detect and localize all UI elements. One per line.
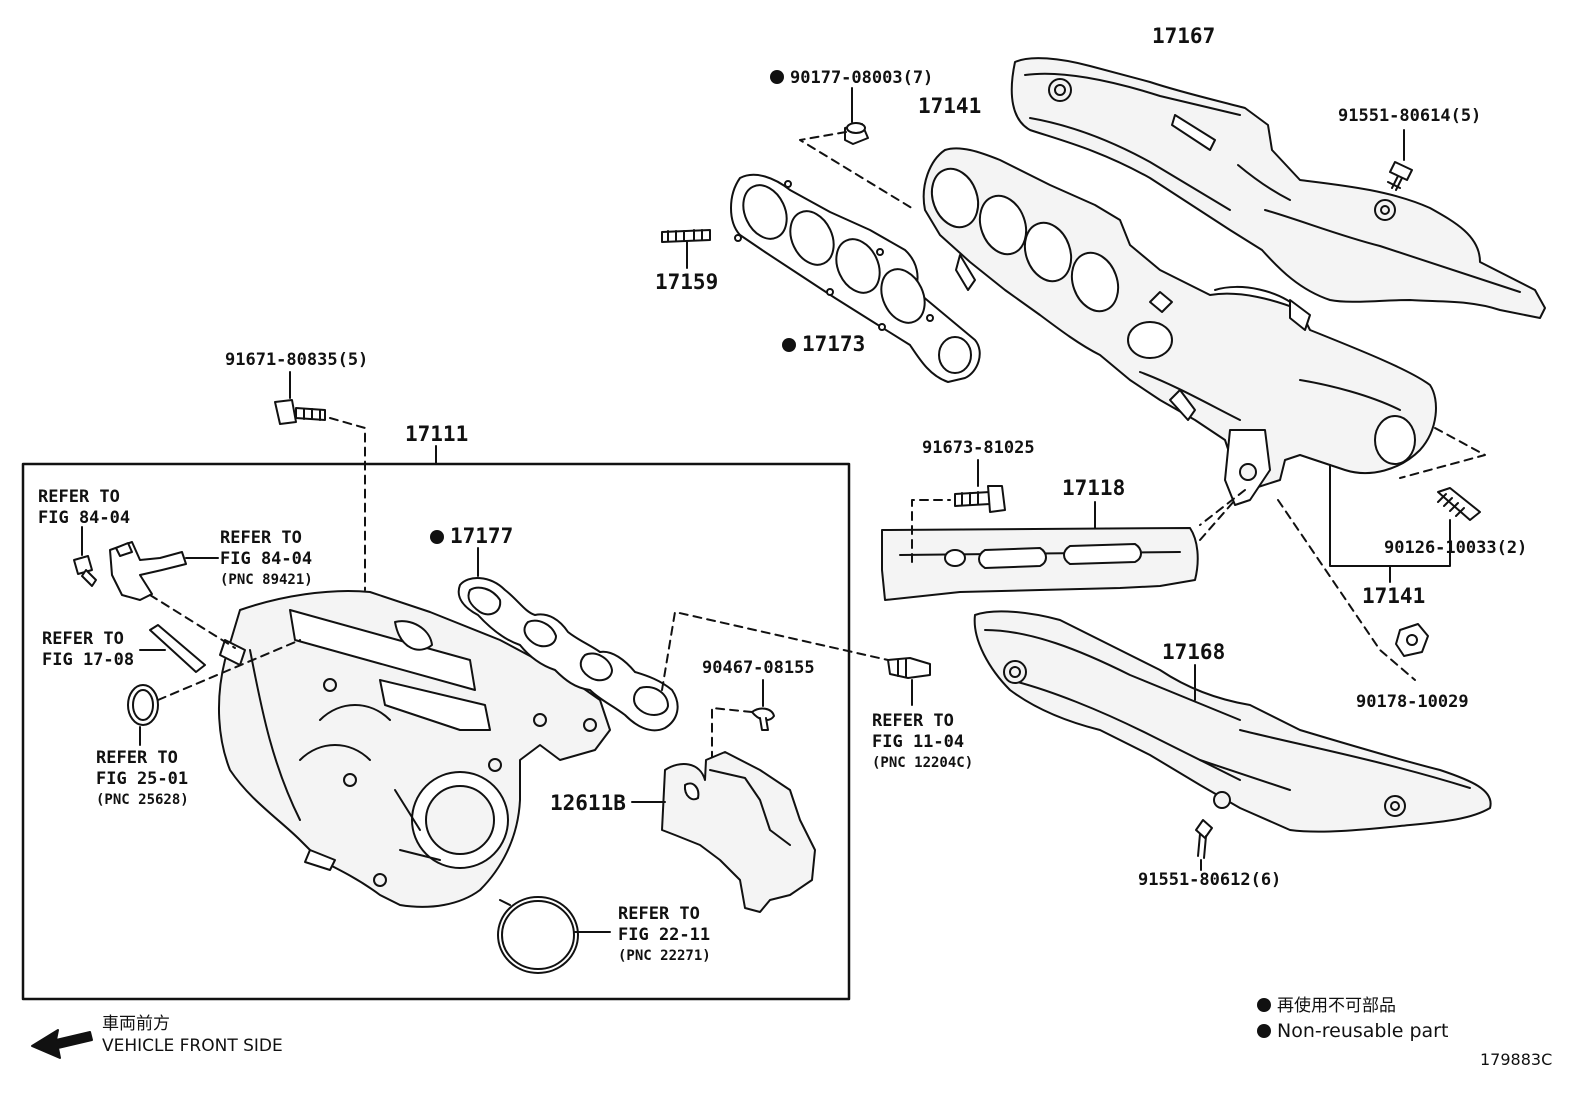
non-reusable-dot-icon xyxy=(430,530,444,544)
heat-insulator-17168 xyxy=(973,610,1492,833)
ring-ref-22-11 xyxy=(497,896,579,974)
non-reusable-dot-icon xyxy=(782,338,796,352)
label-17168: 17168 xyxy=(1162,640,1226,664)
hose-ref-17-08 xyxy=(149,624,206,673)
label-91671-80835: 91671-80835(5) xyxy=(225,350,369,370)
fitting-ref-11-04 xyxy=(887,657,931,679)
label-91673-81025: 91673-81025 xyxy=(922,438,1035,458)
label-17141-top: 17141 xyxy=(918,94,982,118)
legend-non-reusable-en: Non-reusable part xyxy=(1257,1022,1448,1041)
front-arrow-icon xyxy=(31,1029,93,1059)
nut-90177-08003 xyxy=(844,122,869,145)
legend-non-reusable-jp: 再使用不可部品 xyxy=(1257,998,1396,1015)
label-17111: 17111 xyxy=(405,422,469,446)
exhaust-gasket-17173 xyxy=(730,173,981,383)
stud-90126-10033 xyxy=(1437,487,1481,521)
nut-90178-10029 xyxy=(1395,623,1429,657)
label-91551-80614: 91551-80614(5) xyxy=(1338,106,1482,126)
label-12611B: 12611B xyxy=(550,791,626,815)
exhaust-manifold-17141 xyxy=(922,147,1437,506)
label-17177: 17177 xyxy=(430,526,513,547)
non-reusable-dot-icon xyxy=(770,70,784,84)
bolt-91673-81025 xyxy=(954,485,1006,513)
label-17167: 17167 xyxy=(1152,24,1216,48)
bolt-sensor xyxy=(73,555,97,587)
label-17173: 17173 xyxy=(782,334,865,355)
label-17159: 17159 xyxy=(655,270,719,294)
stud-17159 xyxy=(661,229,711,243)
non-reusable-dot-icon xyxy=(1257,998,1271,1012)
heat-insulator-17167 xyxy=(1010,57,1546,319)
ring-ref-25-01 xyxy=(127,684,159,726)
label-17141-bottom: 17141 xyxy=(1362,584,1426,608)
bolt-91551-80612 xyxy=(1195,819,1213,859)
intake-gasket-17177 xyxy=(457,577,679,732)
label-17118: 17118 xyxy=(1062,476,1126,500)
label-91551-80612: 91551-80612(6) xyxy=(1138,870,1282,890)
label-90126-10033: 90126-10033(2) xyxy=(1384,538,1528,558)
intake-manifold-17111 xyxy=(218,589,611,908)
bolt-91551-80614 xyxy=(1387,161,1413,191)
label-90467-08155: 90467-08155 xyxy=(702,658,815,678)
vehicle-front-jp: 車両前方 xyxy=(102,1014,170,1034)
insulator-12611B xyxy=(661,751,816,913)
bolt-91671-80835 xyxy=(274,399,326,425)
label-90178-10029: 90178-10029 xyxy=(1356,692,1469,712)
diagram-code: 179883C xyxy=(1480,1050,1553,1069)
non-reusable-dot-icon xyxy=(1257,1024,1271,1038)
bracket-17118 xyxy=(881,527,1199,601)
vehicle-front-en: VEHICLE FRONT SIDE xyxy=(102,1036,283,1056)
clip-90467-08155 xyxy=(751,707,775,731)
sensor-89421 xyxy=(109,541,187,601)
label-90177-08003: 90177-08003(7) xyxy=(770,70,933,87)
